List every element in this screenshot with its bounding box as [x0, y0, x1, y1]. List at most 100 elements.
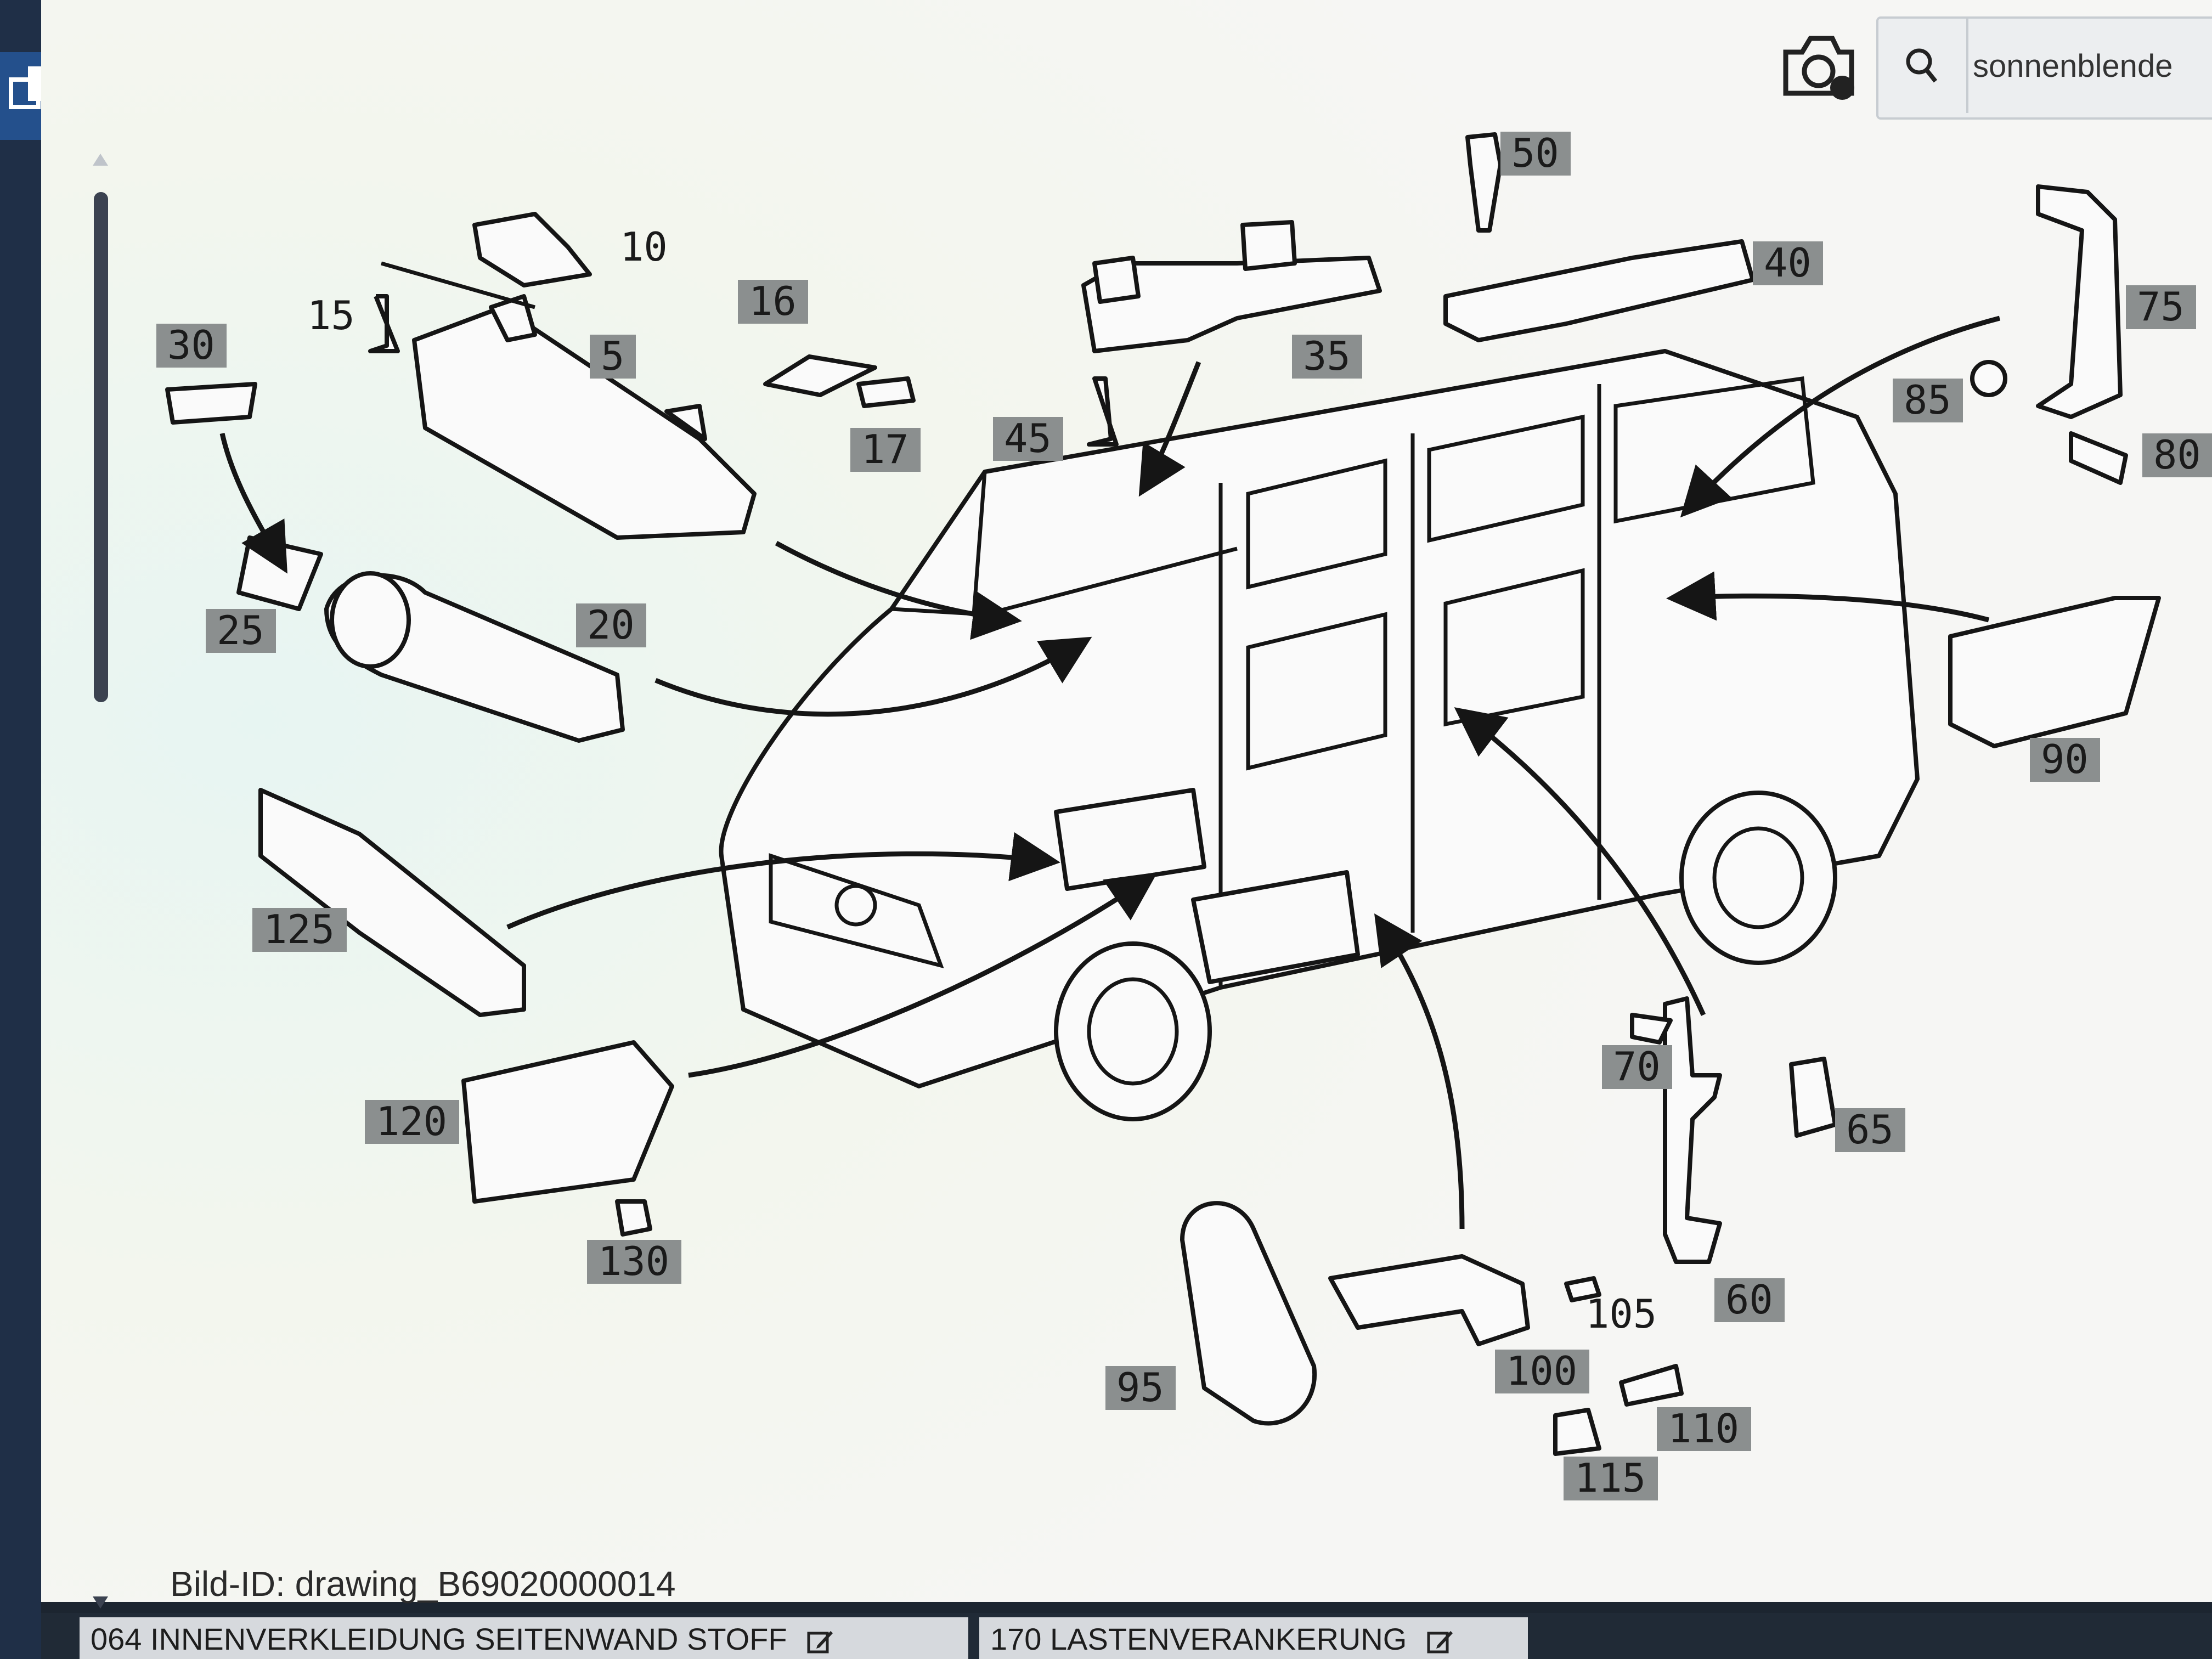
part-clip-10 — [472, 212, 592, 287]
assembly-arrows — [219, 315, 2001, 1229]
part-screw-50 — [1465, 132, 1503, 233]
camera-icon — [1783, 36, 1854, 100]
tab-lastenverankerung[interactable]: 170 LASTENVERANKERUNG — [979, 1617, 1528, 1659]
callout-box-100 — [1495, 1350, 1589, 1393]
callout-number: 125 — [263, 906, 335, 952]
part-screw-15 — [368, 294, 400, 353]
callout-box-50 — [1500, 132, 1571, 176]
callout-box-90 — [2030, 738, 2100, 782]
callout-box-75 — [2126, 285, 2196, 329]
callout-box-80 — [2142, 433, 2212, 477]
edit-icon[interactable] — [806, 1628, 834, 1655]
callout-number: 40 — [1764, 240, 1812, 286]
part-handle-35 — [1081, 256, 1382, 353]
screenshot-button[interactable] — [1778, 30, 1860, 107]
part-strap-100 — [1328, 1254, 1530, 1346]
callout-box-110 — [1657, 1407, 1751, 1451]
callout-box-95 — [1105, 1366, 1176, 1410]
callout-number: 95 — [1116, 1364, 1164, 1410]
callout-number: 130 — [598, 1238, 669, 1284]
search-box — [1876, 16, 2212, 120]
callout-box-17 — [850, 428, 921, 472]
part-plug-115 — [1553, 1408, 1601, 1456]
part-handle-40 — [1443, 239, 1755, 342]
part-screw-80 — [2069, 431, 2128, 485]
callout-number: 70 — [1613, 1043, 1661, 1090]
callout-box-65 — [1835, 1108, 1905, 1152]
callout-box-115 — [1564, 1457, 1658, 1500]
part-screw-70 — [1630, 1013, 1673, 1045]
callout-number: 15 — [307, 292, 355, 338]
callout-box-5 — [590, 335, 636, 379]
tab-label: 064 INNENVERKLEIDUNG SEITENWAND STOFF — [91, 1622, 787, 1656]
callout-number: 5 — [601, 333, 624, 379]
part-sun-visor — [412, 294, 757, 540]
callout-number: 60 — [1725, 1277, 1773, 1323]
part-grab-handle-75 — [2036, 184, 2123, 419]
callout-number: 17 — [861, 426, 909, 472]
scroll-up-arrow[interactable] — [93, 154, 108, 166]
part-screw-17 — [856, 376, 916, 408]
callout-number: 30 — [167, 322, 215, 368]
callout-box-85 — [1893, 379, 1963, 422]
tab-label: 170 LASTENVERANKERUNG — [990, 1622, 1407, 1656]
callout-number: 50 — [1511, 130, 1559, 176]
callout-number: 115 — [1575, 1455, 1646, 1501]
image-id-label: Bild-ID: drawing_B69020000014 — [170, 1564, 676, 1604]
callout-box-120 — [365, 1100, 459, 1144]
scroll-thumb[interactable] — [94, 192, 108, 702]
callout-box-25 — [206, 609, 276, 653]
callout-number: 45 — [1004, 415, 1052, 461]
part-plug-85 — [1970, 360, 2007, 397]
search-icon — [1906, 48, 1938, 83]
callout-number: 110 — [1668, 1406, 1739, 1452]
callout-box-35 — [1292, 335, 1362, 379]
top-toolbar — [1745, 0, 2212, 121]
callout-box-40 — [1753, 241, 1823, 285]
part-screw-130 — [615, 1199, 652, 1237]
left-rail — [0, 0, 82, 1659]
callout-box-130 — [587, 1240, 681, 1284]
callout-number: 20 — [587, 602, 635, 648]
callout-box-45 — [993, 417, 1063, 461]
vertical-scrollbar[interactable] — [89, 148, 111, 1629]
callout-number: 65 — [1846, 1107, 1894, 1153]
part-duct-125 — [258, 788, 526, 1017]
callout-number: 10 — [620, 224, 668, 270]
part-ring — [330, 571, 411, 669]
part-bracket-16 — [763, 354, 877, 397]
callout-box-125 — [252, 908, 347, 952]
search-button[interactable] — [1878, 19, 1968, 113]
callout-number: 35 — [1303, 333, 1351, 379]
search-input[interactable] — [1972, 41, 2210, 91]
part-screw-110 — [1619, 1364, 1684, 1407]
scroll-down-arrow[interactable] — [93, 1596, 108, 1609]
callout-box-16 — [738, 280, 808, 324]
callout-box-60 — [1714, 1278, 1785, 1322]
part-hose-95 — [1180, 1201, 1317, 1426]
callout-box-70 — [1602, 1045, 1672, 1089]
callout-number: 80 — [2153, 432, 2201, 478]
edit-icon[interactable] — [1426, 1628, 1454, 1655]
part-tray-120 — [461, 1040, 674, 1204]
part-tube-30 — [165, 382, 257, 425]
callout-number: 90 — [2041, 736, 2089, 782]
part-screw-45 — [1087, 376, 1119, 447]
tab-innenverkleidung[interactable]: 064 INNENVERKLEIDUNG SEITENWAND STOFF — [80, 1617, 968, 1659]
bottom-tab-bar: 064 INNENVERKLEIDUNG SEITENWAND STOFF 17… — [41, 1613, 2212, 1659]
part-pin-105 — [1564, 1276, 1601, 1302]
callout-number: 25 — [217, 607, 264, 653]
van-outline — [719, 349, 1920, 1121]
callout-number: 100 — [1506, 1348, 1577, 1394]
callout-number: 85 — [1904, 377, 1951, 423]
part-grab-handle-60 — [1663, 996, 1722, 1264]
callout-number: 75 — [2137, 284, 2185, 330]
callout-number: 16 — [749, 278, 797, 324]
callout-box-30 — [156, 324, 227, 368]
part-trim-90 — [1948, 596, 2161, 748]
leader-line — [381, 261, 535, 309]
callout-box-20 — [576, 603, 646, 647]
